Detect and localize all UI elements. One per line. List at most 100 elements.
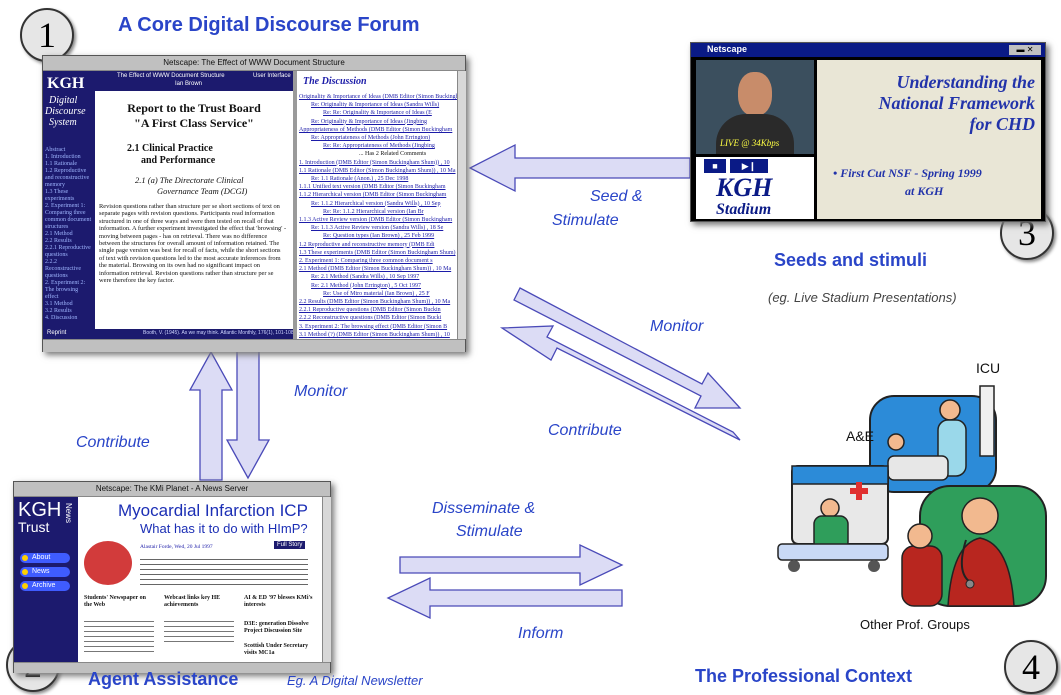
thread-item[interactable]: 3. Experiment 2: The browsing effect (DM… bbox=[299, 323, 448, 330]
thread-item[interactable]: 1.1 Rationale (DMB Editor (Simon Bucking… bbox=[299, 167, 456, 174]
reprint-link[interactable]: Reprint bbox=[47, 330, 67, 336]
news-col-title[interactable]: D3E: generation Dissolve Project Discuss… bbox=[244, 621, 309, 634]
thread-item[interactable]: 2.2 Results (DMB Editor (Simon Buckingha… bbox=[299, 299, 451, 306]
report-title-line1: Report to the Trust Board bbox=[127, 101, 261, 115]
sidebar-link[interactable]: 1.1 Rationale bbox=[45, 161, 77, 167]
thread-item[interactable]: Originality & Importance of Ideas (DMB E… bbox=[299, 94, 466, 100]
inform-arrow bbox=[386, 576, 623, 620]
window-controls[interactable]: ▬ ✕ bbox=[1009, 45, 1041, 55]
thread-item[interactable]: Re: Originality & Importance of Ideas (J… bbox=[311, 118, 427, 125]
forum-logo-system: System bbox=[49, 117, 77, 128]
agent-subtitle: Eg. A Digital Newsletter bbox=[287, 673, 423, 688]
newsletter-sidebar: KGH Trust News About News Archive bbox=[14, 497, 78, 662]
thread-item[interactable]: 2.2.1 Reproductive questions (DMB Editor… bbox=[299, 307, 441, 314]
sidebar-link[interactable]: 3.2 Results bbox=[45, 308, 72, 314]
news-col-title[interactable]: AI & ED '97 blesses KMi's interests bbox=[244, 595, 313, 608]
sidebar-link[interactable]: 2.2.1 Reproductive questions bbox=[45, 245, 91, 258]
thread-item[interactable]: Re: Re: Originality & Importance of Idea… bbox=[323, 110, 432, 117]
subsection-heading-line1: 2.1 (a) The Directorate Clinical bbox=[135, 175, 244, 185]
article-byline: Alastair Forde, Wed, 20 Jul 1997 bbox=[140, 544, 213, 550]
forum-title: A Core Digital Discourse Forum bbox=[118, 14, 420, 36]
slide-heading-1: Understanding the bbox=[896, 72, 1035, 92]
heart-illustration bbox=[84, 541, 132, 585]
thread-item[interactable]: Re: 1.1.3 Active Review version (Sandra … bbox=[311, 225, 444, 232]
seed-label-line1: Seed & bbox=[590, 188, 643, 205]
news-col-title[interactable]: Scottish Under Secretary visits MC1a bbox=[244, 643, 309, 656]
thread-item[interactable]: 3.1 Method (?) (DMB Editor (Simon Buckin… bbox=[299, 331, 450, 338]
thread-item[interactable]: Appropriateness of Methods (DMB Editor (… bbox=[299, 126, 453, 133]
sidebar-link[interactable]: 3.1 Method bbox=[45, 301, 73, 307]
slide-bullet-2: at KGH bbox=[905, 184, 944, 198]
thread-item[interactable]: Re: 1.1.2 Hierarchical version (Sandra W… bbox=[311, 200, 441, 207]
thread-item[interactable]: 2.1 Method (DMB Editor (Simon Buckingham… bbox=[299, 266, 452, 273]
section-heading-line1: 2.1 Clinical Practice bbox=[127, 143, 213, 154]
thread-item[interactable]: 2.2.2 Reconstructive questions (DMB Edit… bbox=[299, 315, 442, 322]
stadium-window: Netscape ▬ ✕ LIVE @ 34Kbps ■ ▶❙ KGH Stad… bbox=[690, 42, 1046, 222]
thread-item[interactable]: 1.1.3 Active Review version (DMB Editor … bbox=[299, 217, 453, 224]
thread-item[interactable]: 1.1.2 Hierarchical version (DMB Editor (… bbox=[299, 192, 447, 199]
presenter-body bbox=[716, 114, 794, 154]
disseminate-label-line1: Disseminate & bbox=[432, 500, 536, 517]
forum-kgh-logo: KGH bbox=[47, 75, 85, 92]
thread-item[interactable]: 1.2 Reproductive and reconstructive memo… bbox=[299, 241, 435, 248]
contribute-right-arrow bbox=[499, 325, 741, 441]
news-col-title[interactable]: Students' Newspaper on the Web bbox=[84, 595, 146, 608]
full-story-button[interactable]: Full Story bbox=[274, 541, 306, 549]
thread-item[interactable]: Re: Originality & Importance of Ideas (S… bbox=[311, 102, 440, 109]
discussion-scrollbar[interactable] bbox=[457, 71, 466, 339]
nav-button-archive[interactable]: Archive bbox=[20, 581, 70, 591]
nav-button-about[interactable]: About bbox=[20, 553, 70, 563]
thread-item[interactable]: 1.3 These experiments (DMB Editor (Simon… bbox=[299, 249, 456, 256]
sidebar-link[interactable]: 1.2 Reproductive and reconstructive memo… bbox=[45, 168, 90, 188]
nav-button-news[interactable]: News bbox=[20, 567, 70, 577]
presentation-slide: Understanding the National Framework for… bbox=[817, 60, 1041, 219]
newsletter-scrollbar[interactable] bbox=[322, 497, 331, 662]
play-button[interactable]: ▶❙ bbox=[730, 159, 768, 173]
sidebar-link[interactable]: 2. Experiment 2: The browsing effect bbox=[45, 280, 86, 300]
thread-item[interactable]: Re: Question types (Ian Brown) , 25 Feb … bbox=[323, 233, 435, 240]
forum-document: Report to the Trust Board "A First Class… bbox=[95, 91, 293, 329]
sidebar-link[interactable]: 2. Experiment 1: Comparing three common … bbox=[45, 203, 92, 230]
thread-item[interactable]: 1.1.1 Unified text version (DMB Editor (… bbox=[299, 184, 446, 191]
thread-item[interactable]: Re: Appropriateness of Methods (John Err… bbox=[311, 135, 431, 142]
disseminate-arrow bbox=[399, 543, 624, 587]
thread-item[interactable]: Re: Use of Mtro material (Ian Brown) , 2… bbox=[323, 290, 430, 297]
thread-item[interactable]: Re: Re: 1.1.2 Hierarchical version (Ian … bbox=[323, 208, 424, 215]
monitor-right-label: Monitor bbox=[650, 318, 704, 335]
professional-context-illustration: ICU A&E Other Prof. Groups bbox=[770, 360, 1054, 638]
other-groups-label: Other Prof. Groups bbox=[860, 617, 970, 632]
newsletter-status-bar bbox=[14, 662, 330, 673]
pane-divider[interactable] bbox=[293, 71, 297, 339]
thread-item[interactable]: Re: 2.1 Method (Sandra Wills) , 10 Sep 1… bbox=[311, 274, 420, 281]
thread-item[interactable]: Re: Re: Appropriateness of Methods (Jing… bbox=[323, 143, 435, 150]
news-dot-icon bbox=[22, 569, 28, 575]
sidebar-link[interactable]: 2.1 Method bbox=[45, 231, 73, 237]
disseminate-label-line2: Stimulate bbox=[456, 523, 523, 540]
thread-item[interactable]: Re: 2.1 Method (John Errington) , 5 Oct … bbox=[311, 282, 421, 289]
newsletter-trust-logo: Trust bbox=[18, 519, 50, 535]
forum-sidebar-nav: Abstract 1. Introduction 1.1 Rationale 1… bbox=[45, 147, 93, 322]
forum-ui-link[interactable]: User Interface bbox=[253, 73, 291, 79]
sidebar-link[interactable]: 4. Discussion bbox=[45, 315, 78, 321]
sidebar-link[interactable]: 2.2 Results bbox=[45, 238, 72, 244]
icu-label: ICU bbox=[976, 360, 1001, 376]
slide-heading-3: for CHD bbox=[969, 114, 1035, 134]
sidebar-link[interactable]: 1. Introduction bbox=[45, 154, 81, 160]
news-col-title[interactable]: Webcast links key HE achievements bbox=[164, 595, 221, 608]
slide-bullet-1: • First Cut NSF - Spring 1999 bbox=[833, 166, 982, 180]
forum-logo-discourse: Discourse bbox=[45, 106, 86, 117]
document-body-text: Revision questions rather than structure… bbox=[99, 203, 287, 285]
sidebar-link[interactable]: 2.2.2 Reconstructive questions bbox=[45, 259, 81, 279]
thread-item[interactable]: Re: 1.1 Rationale (Anon.) , 25 Dec 1998 bbox=[311, 176, 409, 183]
thread-item[interactable]: 1. Introduction (DMB Editor (Simon Bucki… bbox=[299, 159, 450, 166]
inform-label: Inform bbox=[518, 625, 564, 642]
stop-button[interactable]: ■ bbox=[704, 159, 726, 173]
subsection-heading-line2: Governance Team (DCGI) bbox=[157, 186, 248, 196]
sidebar-link[interactable]: Abstract bbox=[45, 147, 66, 153]
archive-dot-icon bbox=[22, 583, 28, 589]
newsletter-content: Myocardial Infarction ICP What has it to… bbox=[78, 497, 322, 662]
thread-item[interactable]: 2. Experiment 1: Comparing three common … bbox=[299, 258, 433, 265]
forum-doc-header: The Effect of WWW Document Structure Ian… bbox=[95, 71, 293, 91]
sidebar-link[interactable]: 1.3 These experiments bbox=[45, 189, 75, 202]
